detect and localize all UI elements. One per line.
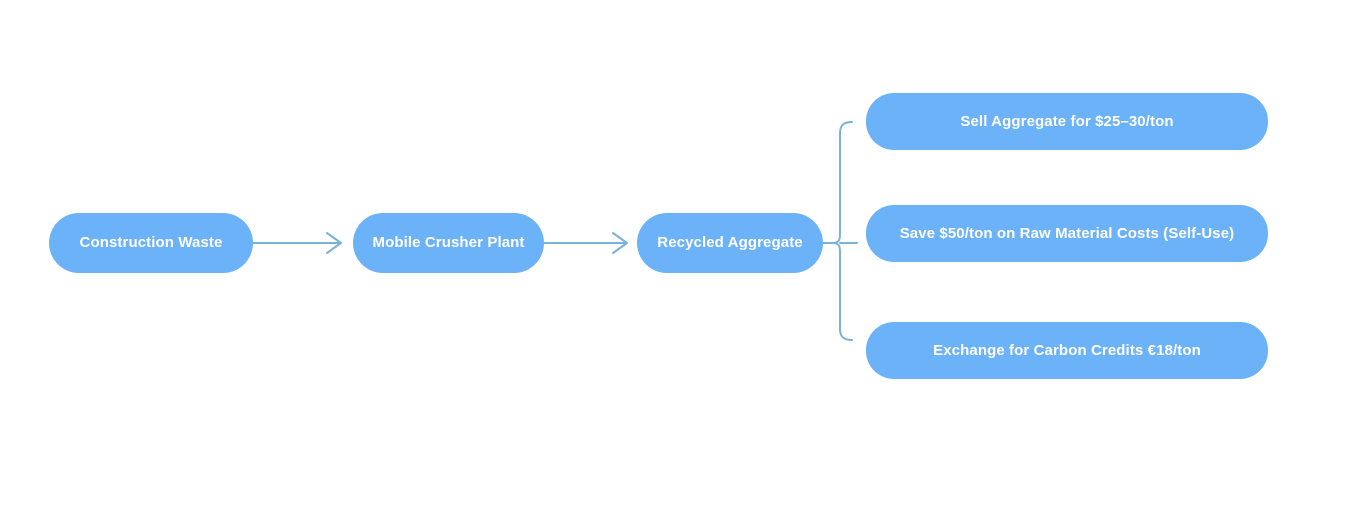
arrowhead-icon: [326, 232, 342, 254]
node-label: Exchange for Carbon Credits €18/ton: [933, 341, 1201, 359]
edge-aggregate-branch: [822, 121, 858, 341]
node-recycled-aggregate[interactable]: Recycled Aggregate: [637, 213, 823, 273]
node-mobile-crusher-plant[interactable]: Mobile Crusher Plant: [353, 213, 544, 273]
node-save-raw-material[interactable]: Save $50/ton on Raw Material Costs (Self…: [866, 205, 1268, 262]
node-carbon-credits[interactable]: Exchange for Carbon Credits €18/ton: [866, 322, 1268, 379]
arrowhead-icon: [612, 232, 628, 254]
node-label: Recycled Aggregate: [657, 234, 803, 252]
node-construction-waste[interactable]: Construction Waste: [49, 213, 253, 273]
node-sell-aggregate[interactable]: Sell Aggregate for $25–30/ton: [866, 93, 1268, 150]
node-label: Sell Aggregate for $25–30/ton: [960, 112, 1174, 130]
node-label: Save $50/ton on Raw Material Costs (Self…: [899, 224, 1235, 242]
edge-crusher-to-aggregate: [543, 232, 628, 254]
node-label: Mobile Crusher Plant: [372, 234, 525, 252]
edge-waste-to-crusher: [252, 232, 342, 254]
node-label: Construction Waste: [79, 234, 223, 252]
